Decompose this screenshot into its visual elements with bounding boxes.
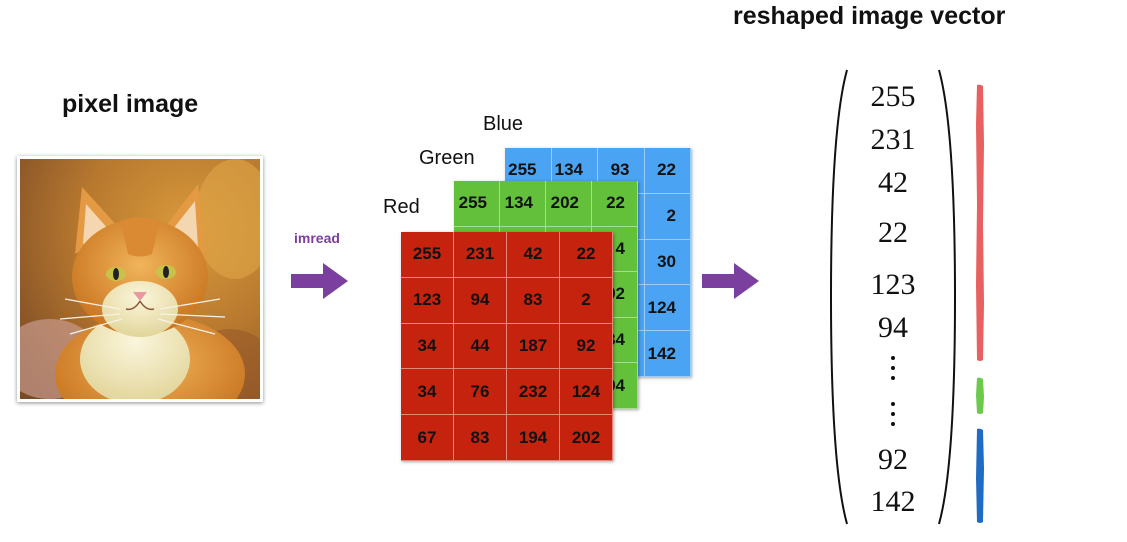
reshape-arrow: [702, 263, 759, 299]
blue-matrix-cell: 124: [644, 285, 691, 332]
red-matrix-cell: 34: [401, 323, 454, 370]
green-matrix-cell: 134: [500, 181, 546, 227]
blue-matrix-cell: 22: [644, 148, 691, 194]
cat-photo-illustration: [20, 159, 260, 399]
vector-entry: 142: [870, 485, 916, 518]
red-matrix-cell: 124: [560, 369, 613, 416]
green-channel-label: Green: [419, 147, 475, 169]
blue-channel-label: Blue: [483, 113, 524, 135]
green-matrix-cell: 255: [454, 181, 500, 227]
red-matrix-cell: 67: [401, 415, 454, 461]
red-matrix-cell: 202: [560, 415, 613, 461]
blue-matrix-cell: 142: [644, 331, 691, 377]
red-matrix-cell: 255: [401, 232, 454, 278]
vector-left-bracket: [829, 69, 848, 525]
red-matrix-cell: 194: [507, 415, 560, 461]
green-matrix-cell: 4: [592, 226, 638, 273]
vector-ellipsis: [888, 402, 898, 432]
red-channel-label: Red: [383, 196, 420, 218]
red-segment-bar: [976, 84, 984, 362]
pixel-image-title: pixel image: [62, 90, 199, 118]
vector-entry: 42: [878, 166, 908, 199]
red-matrix-cell: 187: [507, 323, 560, 370]
vector-entry: 123: [870, 268, 916, 301]
red-matrix-cell: 34: [401, 369, 454, 416]
cat-photo: [17, 156, 263, 402]
green-matrix-cell: 202: [546, 181, 592, 227]
vector-right-bracket: [938, 69, 957, 525]
red-matrix-cell: 123: [401, 277, 454, 324]
red-matrix-cell: 44: [454, 323, 507, 370]
red-matrix-cell: 2: [560, 277, 613, 324]
vector-title: reshaped image vector: [733, 2, 1006, 30]
red-matrix-cell: 94: [454, 277, 507, 324]
vector-entry: 94: [878, 311, 908, 344]
red-matrix-cell: 76: [454, 369, 507, 416]
blue-matrix-cell: 30: [644, 239, 691, 286]
blue-matrix-cell: 2: [644, 193, 691, 240]
red-matrix-cell: 42: [507, 232, 560, 278]
red-matrix-cell: 83: [454, 415, 507, 461]
green-segment-bar: [976, 377, 984, 414]
blue-segment-bar: [976, 428, 984, 523]
green-matrix-cell: 22: [592, 181, 638, 227]
vector-entry: 255: [870, 80, 916, 113]
imread-label: imread: [294, 230, 340, 246]
vector-entry: 22: [878, 216, 908, 249]
vector-ellipsis: [888, 356, 898, 386]
red-matrix-cell: 231: [454, 232, 507, 278]
imread-arrow: [291, 263, 348, 299]
red-matrix-cell: 232: [507, 369, 560, 416]
red-matrix-cell: 22: [560, 232, 613, 278]
red-matrix-cell: 92: [560, 323, 613, 370]
vector-entry: 231: [870, 123, 916, 156]
red-matrix-cell: 83: [507, 277, 560, 324]
vector-entry: 92: [878, 443, 908, 476]
